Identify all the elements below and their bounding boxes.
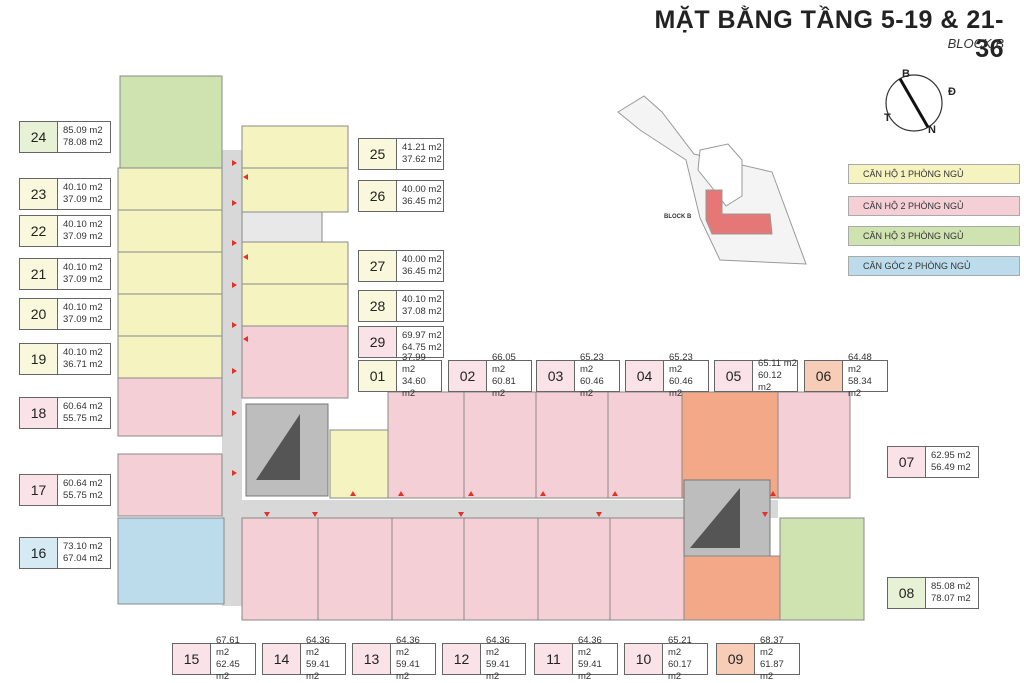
legend-item: CĂN GÓC 2 PHÒNG NGỦ [848,256,1020,276]
corridor-vertical [222,150,242,606]
key-map-site [617,95,807,265]
legend-swatch: CĂN HỘ 2 PHÒNG NGỦ [848,196,1020,216]
legend-label: CĂN GÓC 2 PHÒNG NGỦ [863,261,971,271]
page-title: MẶT BẰNG TẦNG 5-19 & 21-36 [654,6,1004,63]
unit-19-shape [117,335,223,379]
unit-28-shape [241,283,349,327]
legend-swatch: CĂN GÓC 2 PHÒNG NGỦ [848,256,1020,276]
unit-16-shape [117,517,225,605]
unit-25-shape [241,125,349,169]
unit-23-shape [117,167,223,211]
unit-01-shape [329,429,389,499]
unit-22-shape [117,209,223,253]
corridor-horizontal [222,500,778,518]
unit-12-shape [463,517,539,621]
unit-09-shape [683,555,781,621]
compass-icon [885,74,943,132]
unit-07-shape [777,391,851,499]
unit-02-shape [387,391,465,499]
legend-label: CĂN HỘ 1 PHÒNG NGỦ [863,169,964,179]
unit-27-shape [241,241,349,285]
legend-item: CĂN HỘ 2 PHÒNG NGỦ [848,196,1020,216]
unit-26-shape [241,167,349,213]
stair-core-top [241,211,323,243]
unit-11-shape [537,517,611,621]
unit-21-shape [117,251,223,295]
legend-swatch: CĂN HỘ 3 PHÒNG NGỦ [848,226,1020,246]
compass-west-label: T [884,112,891,124]
unit-13-shape [391,517,465,621]
legend-label: CĂN HỘ 2 PHÒNG NGỦ [863,201,964,211]
legend-item: CĂN HỘ 3 PHÒNG NGỦ [848,226,1020,246]
compass-south-label: N [928,124,936,136]
unit-14-shape [317,517,393,621]
unit-29-shape [241,325,349,399]
unit-17-shape [117,453,223,517]
unit-20-shape [117,293,223,337]
unit-15-shape [241,517,319,621]
legend-label: CĂN HỘ 3 PHÒNG NGỦ [863,231,964,241]
unit-18-shape [117,377,223,437]
compass-north-label: B [902,68,910,80]
unit-24-shape [119,75,223,169]
key-map-label: BLOCK B [664,214,692,220]
unit-03-shape [463,391,537,499]
unit-08-shape [779,517,865,621]
unit-04-shape [535,391,609,499]
legend-swatch: CĂN HỘ 1 PHÒNG NGỦ [848,164,1020,184]
block-subtitle: BLOCK B [947,36,1004,51]
legend-item: CĂN HỘ 1 PHÒNG NGỦ [848,164,1020,184]
unit-10-shape [609,517,685,621]
compass-east-label: Đ [948,86,956,98]
unit-05-shape [607,391,683,499]
